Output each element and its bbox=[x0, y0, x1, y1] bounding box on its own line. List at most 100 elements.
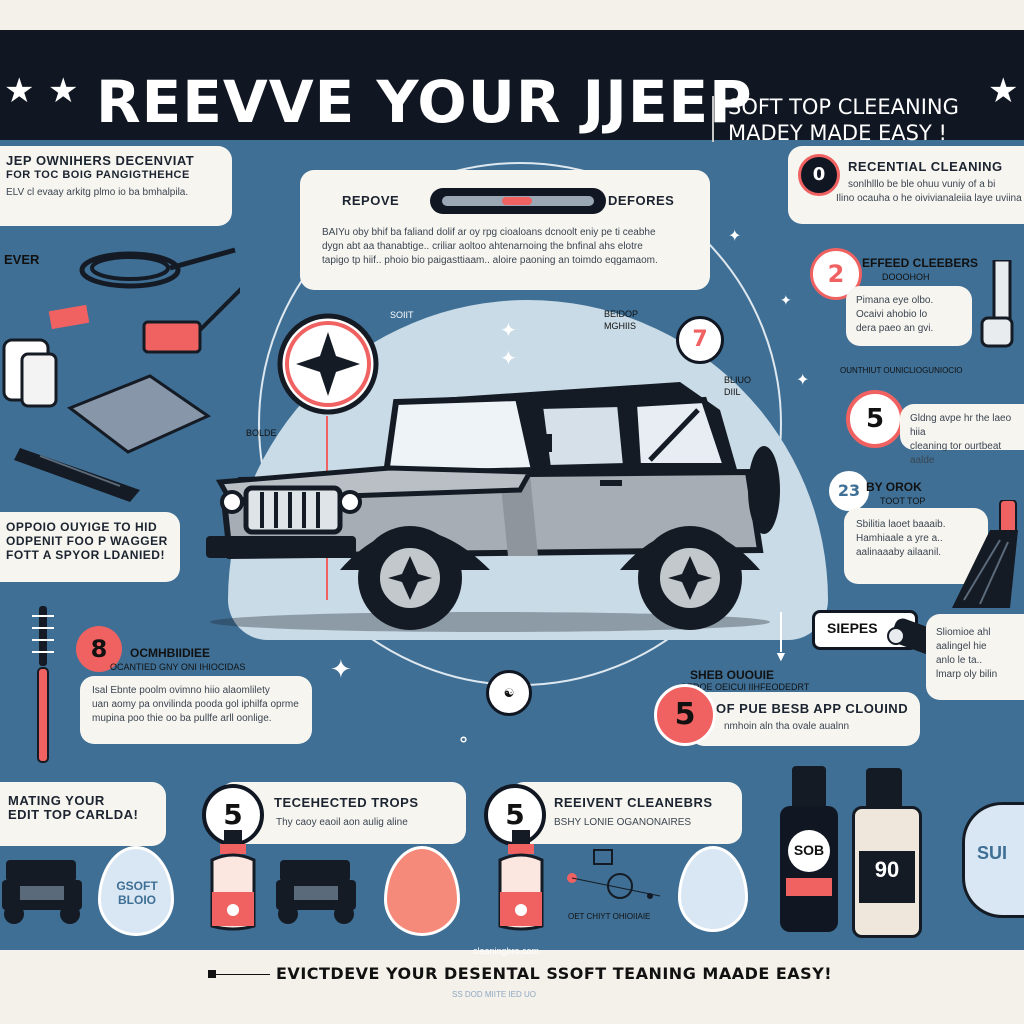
right-card-2-title: EFFEED CLEEBERS bbox=[862, 256, 979, 270]
step-7-badge: 7 bbox=[676, 316, 724, 364]
right-card-4-title: BY OROK bbox=[866, 480, 922, 494]
left-mid-card-line-1: OPPOIO OUYIGE TO HID bbox=[6, 520, 158, 534]
steps-chip-label: SIEPES bbox=[827, 620, 878, 636]
left-step-sub: OCANTIED GNY ONI IHIOCIDAS bbox=[110, 662, 246, 672]
cleaner-bottle-black: SOB bbox=[780, 806, 838, 932]
left-mid-card-line-3: FOTT A SPYOR LDANIED! bbox=[6, 548, 165, 562]
subtitle-line-1: SOFT TOP CLEEANING bbox=[728, 95, 959, 119]
left-mid-card: OPPOIO OUYIGE TO HID ODPENIT FOO P WAGGE… bbox=[0, 512, 180, 582]
before-after-body-2: dygn abt aa thanabtige.. criliar aoltoo … bbox=[322, 241, 643, 252]
right-card-1: 0 RECENTIAL CLEANING sonlhlllo be ble oh… bbox=[788, 146, 1024, 224]
cleaner-bottle-white: 90 bbox=[852, 806, 922, 938]
right-card-5-body-2: aalingel hie bbox=[936, 641, 987, 652]
bottle-icon bbox=[210, 830, 256, 931]
right-card-2-body-3: dera paeo an gvi. bbox=[856, 323, 934, 334]
left-section-label: EVER bbox=[4, 252, 40, 267]
before-label: REPOVE bbox=[342, 193, 400, 208]
scene-top-note: SOIIT bbox=[390, 310, 414, 320]
scene-left-note: BOLDE bbox=[246, 428, 277, 438]
left-mid-card-line-2: ODPENIT FOO P WAGGER bbox=[6, 534, 168, 548]
right-card-6-body: nmhoin aln tha ovale aualnn bbox=[724, 721, 850, 732]
right-card-4-sub: TOOT TOP bbox=[880, 496, 926, 506]
right-card-1-body-1: sonlhlllo be ble ohuu vuniy of a bi bbox=[848, 179, 996, 190]
drop-label: GSOFT BLOIO bbox=[116, 879, 158, 907]
jeep-illustration bbox=[206, 382, 780, 632]
spray-trigger-icon bbox=[792, 766, 826, 806]
top-left-card-body: ELV cl evaay arkitg plmo io ba bmhalpila… bbox=[6, 187, 189, 198]
hose-icon bbox=[48, 247, 240, 354]
right-card-3-body-2: cleaning tor ourtbeat aalde bbox=[910, 441, 1002, 466]
right-card-3-title: OUNTHIUT OUNICLIOGUNIOCIO bbox=[840, 366, 963, 375]
bottom-mid-card: TECEHECTED TROPS Thy caoy eaoil aon auli… bbox=[220, 782, 466, 844]
sparkle-icon: ✦ bbox=[500, 320, 517, 342]
footer-dot bbox=[208, 970, 216, 978]
page-subtitle: SOFT TOP CLEEANING MADEY MADE EASY ! bbox=[728, 94, 959, 146]
right-card-3: Gldng avpe hr the laeo hiia cleaning tor… bbox=[900, 404, 1024, 466]
jeep-small-icon bbox=[2, 860, 82, 924]
tools-diagram-icon bbox=[567, 849, 661, 899]
sparkle-icon: ✦ bbox=[780, 292, 792, 308]
left-step-title: OCMHBIIDIEE bbox=[130, 646, 211, 660]
red-drop-icon bbox=[384, 846, 460, 936]
step-number-badge: 8 bbox=[76, 626, 122, 672]
bottom-mid-card-title: TECEHECTED TROPS bbox=[274, 795, 419, 810]
right-card-2-body-2: Ocaivi ahobio lo bbox=[856, 309, 928, 320]
star-icon: ★ bbox=[988, 72, 1019, 110]
top-left-card: JEP OWNIHERS DECENVIAT FOR TOC BOIG PANG… bbox=[0, 146, 232, 226]
right-card-2: Pimana eye olbo. Ocaivi ahobio lo dera p… bbox=[846, 286, 972, 346]
spray-nozzle-icon bbox=[980, 260, 1014, 348]
left-step-body-3: mupina poo thie oo ba pullfe arll oonlig… bbox=[92, 713, 272, 724]
bottom-left-card: MATING YOUR EDIT TOP CARLDA! bbox=[0, 782, 166, 846]
sparkle-icon: ✦ bbox=[330, 654, 352, 684]
scene-side-note: BLIUO DIIL bbox=[724, 375, 752, 397]
scene-step-note: BEIDOP MGHIIS bbox=[604, 309, 638, 331]
site-watermark: cleaningbro.com bbox=[473, 946, 540, 956]
arrow-line bbox=[780, 612, 782, 652]
top-left-card-title: JEP OWNIHERS DECENVIAT bbox=[6, 153, 195, 168]
sparkle-icon: ✦ bbox=[500, 348, 517, 370]
subtitle-line-2: MADEY MADE EASY ! bbox=[728, 121, 947, 145]
right-card-5-body-4: lmarp oly bilin bbox=[936, 669, 998, 680]
water-drop-icon bbox=[678, 846, 748, 932]
before-after-body-3: tapigo tp hiif.. phoio bio paigasttiaam.… bbox=[322, 255, 658, 266]
bottle-1-label: SOB bbox=[793, 842, 825, 858]
right-card-3-badge: 5 bbox=[846, 390, 904, 448]
right-card-5-body-3: anlo le ta.. bbox=[936, 655, 983, 666]
center-logo-badge: ☯ bbox=[486, 670, 532, 716]
bottom-small-label: OET CHIYT OHIOIIAIE bbox=[568, 912, 651, 921]
right-card-5: Sliomioe ahl aalingel hie anlo le ta.. l… bbox=[926, 614, 1024, 700]
arrow-down-icon: ▼ bbox=[774, 648, 788, 664]
brush-icon bbox=[952, 500, 1018, 608]
header-bar: ★ ★ REEVVE YOUR JJEEP SOFT TOP CLEEANING… bbox=[0, 30, 1024, 145]
footer-tagline: EVICTDEVE YOUR DESENTAL SSOFT TEANING MA… bbox=[270, 964, 839, 983]
bottom-mid2-card: REEIVENT CLEANEBRS BSHY LONIE OGANONAIRE… bbox=[510, 782, 742, 844]
sponge-icon bbox=[2, 338, 212, 502]
bottom-mid2-card-title: REEIVENT CLEANEBRS bbox=[554, 795, 713, 810]
jeep-small-icon bbox=[276, 860, 356, 924]
right-card-1-badge: 0 bbox=[798, 154, 840, 196]
before-after-body-1: BAIYu oby bhif ba faliand dolif ar oy rp… bbox=[322, 227, 656, 238]
spray-trigger-icon bbox=[866, 768, 902, 806]
bottom-left-card-line-1: MATING YOUR bbox=[8, 793, 105, 808]
right-card-6-badge: 5 bbox=[654, 684, 716, 746]
right-card-4: Sbilitia laoet baaaib. Hamhiaale a yre a… bbox=[844, 508, 988, 584]
before-after-card: REPOVE DEFORES BAIYu oby bhif ba faliand… bbox=[300, 170, 710, 290]
flower-emblem-icon bbox=[277, 313, 379, 415]
left-step-card: Isal Ebnte poolm ovimno hiio alaomlilety… bbox=[80, 676, 312, 744]
right-card-6-sub: SHEB OUOUIE bbox=[690, 668, 775, 682]
top-left-card-subtitle: FOR TOC BOIG PANGIGTHEHCE bbox=[6, 169, 190, 181]
footer-note: SS DOD MIITE IED UO bbox=[452, 990, 537, 999]
sparkle-icon: ⚬ bbox=[456, 730, 472, 750]
cleaner-tin-icon: SUI bbox=[962, 802, 1024, 918]
right-card-6-title: OF PUE BESB APP CLOUIND bbox=[716, 701, 909, 716]
bottle-icon bbox=[498, 830, 544, 931]
right-card-4-body-3: aalinaaaby ailaanil. bbox=[856, 547, 942, 558]
page-title: REEVVE YOUR JJEEP bbox=[96, 68, 753, 136]
header-divider bbox=[712, 96, 714, 142]
progress-slider bbox=[430, 188, 606, 214]
right-card-6: OF PUE BESB APP CLOUIND nmhoin aln tha o… bbox=[690, 692, 920, 746]
right-card-2-sub: DOOOHOH bbox=[882, 272, 930, 282]
right-card-4-body-2: Hamhiaale a yre a.. bbox=[856, 533, 943, 544]
after-label: DEFORES bbox=[608, 193, 675, 208]
left-step-body-2: uan aomy pa onvilinda pooda gol iphilfa … bbox=[92, 699, 299, 710]
